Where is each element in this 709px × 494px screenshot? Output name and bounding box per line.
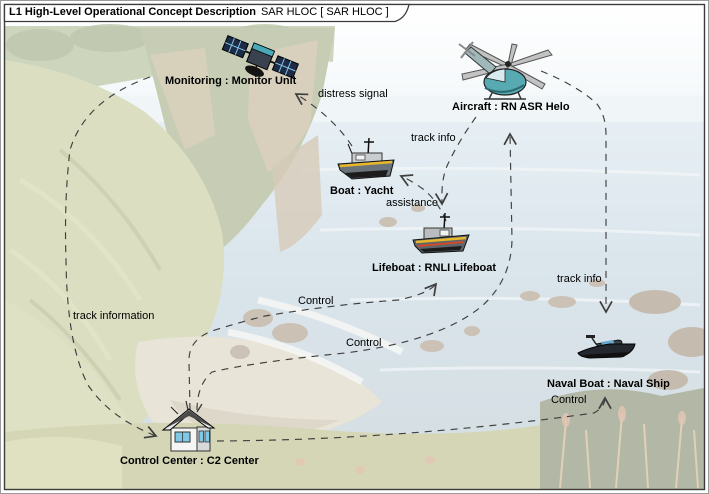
edge-label-control-aircraft[interactable]: Control	[346, 337, 382, 349]
edge-assistance[interactable]	[399, 174, 447, 222]
lifeboat-icon[interactable]	[412, 212, 470, 254]
edge-track-info-to-naval-boat[interactable]	[540, 70, 613, 314]
diagram-title-sub: SAR HLOC [ SAR HLOC ]	[260, 6, 389, 18]
node-label-monitoring[interactable]: Monitoring : Monitor Unit	[165, 75, 297, 87]
helicopter-icon[interactable]	[458, 41, 553, 100]
edge-label-track-info-naval[interactable]: track info	[557, 273, 602, 285]
node-label-control-center[interactable]: Control Center : C2 Center	[120, 455, 259, 467]
node-label-lifeboat[interactable]: Lifeboat : RNLI Lifeboat	[372, 262, 497, 274]
edge-label-control-naval[interactable]: Control	[551, 394, 587, 406]
node-label-boat[interactable]: Boat : Yacht	[330, 185, 394, 197]
node-label-naval-boat[interactable]: Naval Boat : Naval Ship	[547, 378, 670, 390]
edge-track-info-to-lifeboat[interactable]	[434, 116, 477, 206]
edge-control-to-naval-boat[interactable]	[216, 396, 612, 442]
edge-label-track-information[interactable]: track information	[73, 310, 155, 322]
satellite-icon[interactable]	[218, 33, 300, 90]
yacht-icon[interactable]	[337, 137, 395, 180]
edge-lines	[64, 70, 613, 442]
diagram-title-tab[interactable]	[3, 3, 410, 23]
edge-label-track-info-lifeboat[interactable]: track info	[411, 132, 456, 144]
edge-track-information[interactable]	[64, 76, 158, 439]
edge-label-assistance[interactable]: assistance	[386, 197, 438, 209]
edge-control-to-lifeboat[interactable]	[188, 282, 438, 411]
edge-label-control-lifeboat[interactable]: Control	[298, 295, 334, 307]
diagram-title-main: L1 High-Level Operational Concept Descri…	[9, 6, 256, 18]
background-photo	[5, 5, 704, 489]
house-icon[interactable]	[161, 400, 216, 452]
edge-label-distress-signal[interactable]: distress signal	[318, 88, 388, 100]
diagram-title: L1 High-Level Operational Concept Descri…	[9, 6, 389, 18]
edge-distress-signal[interactable]	[294, 93, 353, 147]
edge-control-to-aircraft[interactable]	[196, 132, 517, 411]
naval-ship-icon[interactable]	[577, 335, 636, 359]
node-label-aircraft[interactable]: Aircraft : RN ASR Helo	[452, 101, 570, 113]
